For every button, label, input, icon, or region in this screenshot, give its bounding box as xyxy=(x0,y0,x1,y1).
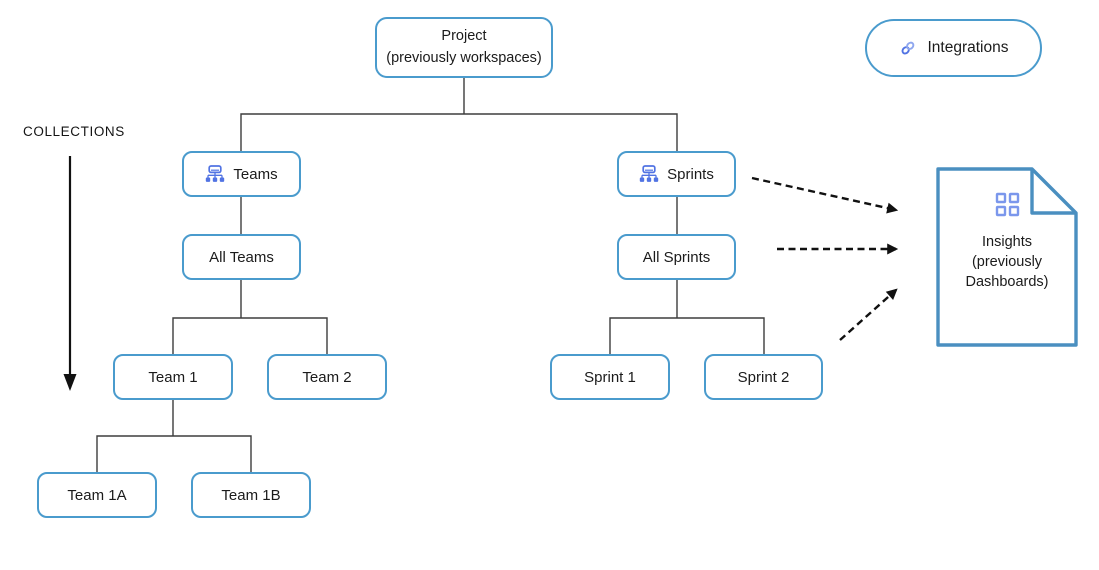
team-1a-label: Team 1A xyxy=(67,486,127,504)
node-team-2: Team 2 xyxy=(267,354,387,400)
all-sprints-label: All Sprints xyxy=(642,248,711,266)
sprints-label: Sprints xyxy=(667,165,714,183)
node-integrations: Integrations xyxy=(865,19,1042,77)
insights-subtitle-line2: Dashboards) xyxy=(965,274,1049,290)
team-1-label: Team 1 xyxy=(148,368,198,386)
link-icon xyxy=(899,39,917,57)
node-team-1b: Team 1B xyxy=(191,472,311,518)
sprint-2-label: Sprint 2 xyxy=(737,368,790,386)
insights-title: Insights xyxy=(982,234,1032,250)
collections-label: COLLECTIONS xyxy=(23,124,125,139)
sitemap-icon xyxy=(205,164,225,184)
connector-all-sprints-to-children xyxy=(609,280,765,354)
all-teams-label: All Teams xyxy=(209,248,274,266)
sitemap-icon xyxy=(639,164,659,184)
project-subtitle: (previously workspaces) xyxy=(386,50,542,66)
team-2-label: Team 2 xyxy=(302,368,352,386)
node-insights: Insights (previously Dashboards) xyxy=(936,167,1078,347)
connector-project-to-teams-sprints xyxy=(240,78,678,151)
insights-subtitle-line1: (previously xyxy=(971,254,1043,270)
node-sprint-1: Sprint 1 xyxy=(550,354,670,400)
arrow-sprints-to-insights xyxy=(751,176,899,214)
connector-team1-to-children xyxy=(96,400,252,472)
dashboard-grid-icon xyxy=(995,192,1020,223)
integrations-label: Integrations xyxy=(927,39,1009,56)
node-project: Project (previously workspaces) xyxy=(375,17,553,78)
sprint-1-label: Sprint 1 xyxy=(584,368,636,386)
node-all-sprints: All Sprints xyxy=(617,234,736,280)
document-shape xyxy=(936,167,1078,347)
collections-arrow xyxy=(63,156,77,391)
connector-all-teams-to-children xyxy=(172,280,328,354)
node-sprint-2: Sprint 2 xyxy=(704,354,823,400)
project-title: Project xyxy=(441,28,487,44)
teams-label: Teams xyxy=(233,165,278,183)
node-sprints: Sprints xyxy=(617,151,736,197)
arrow-sprint-level-to-insights xyxy=(839,288,898,341)
node-team-1a: Team 1A xyxy=(37,472,157,518)
node-all-teams: All Teams xyxy=(182,234,301,280)
team-1b-label: Team 1B xyxy=(221,486,281,504)
node-teams: Teams xyxy=(182,151,301,197)
node-team-1: Team 1 xyxy=(113,354,233,400)
